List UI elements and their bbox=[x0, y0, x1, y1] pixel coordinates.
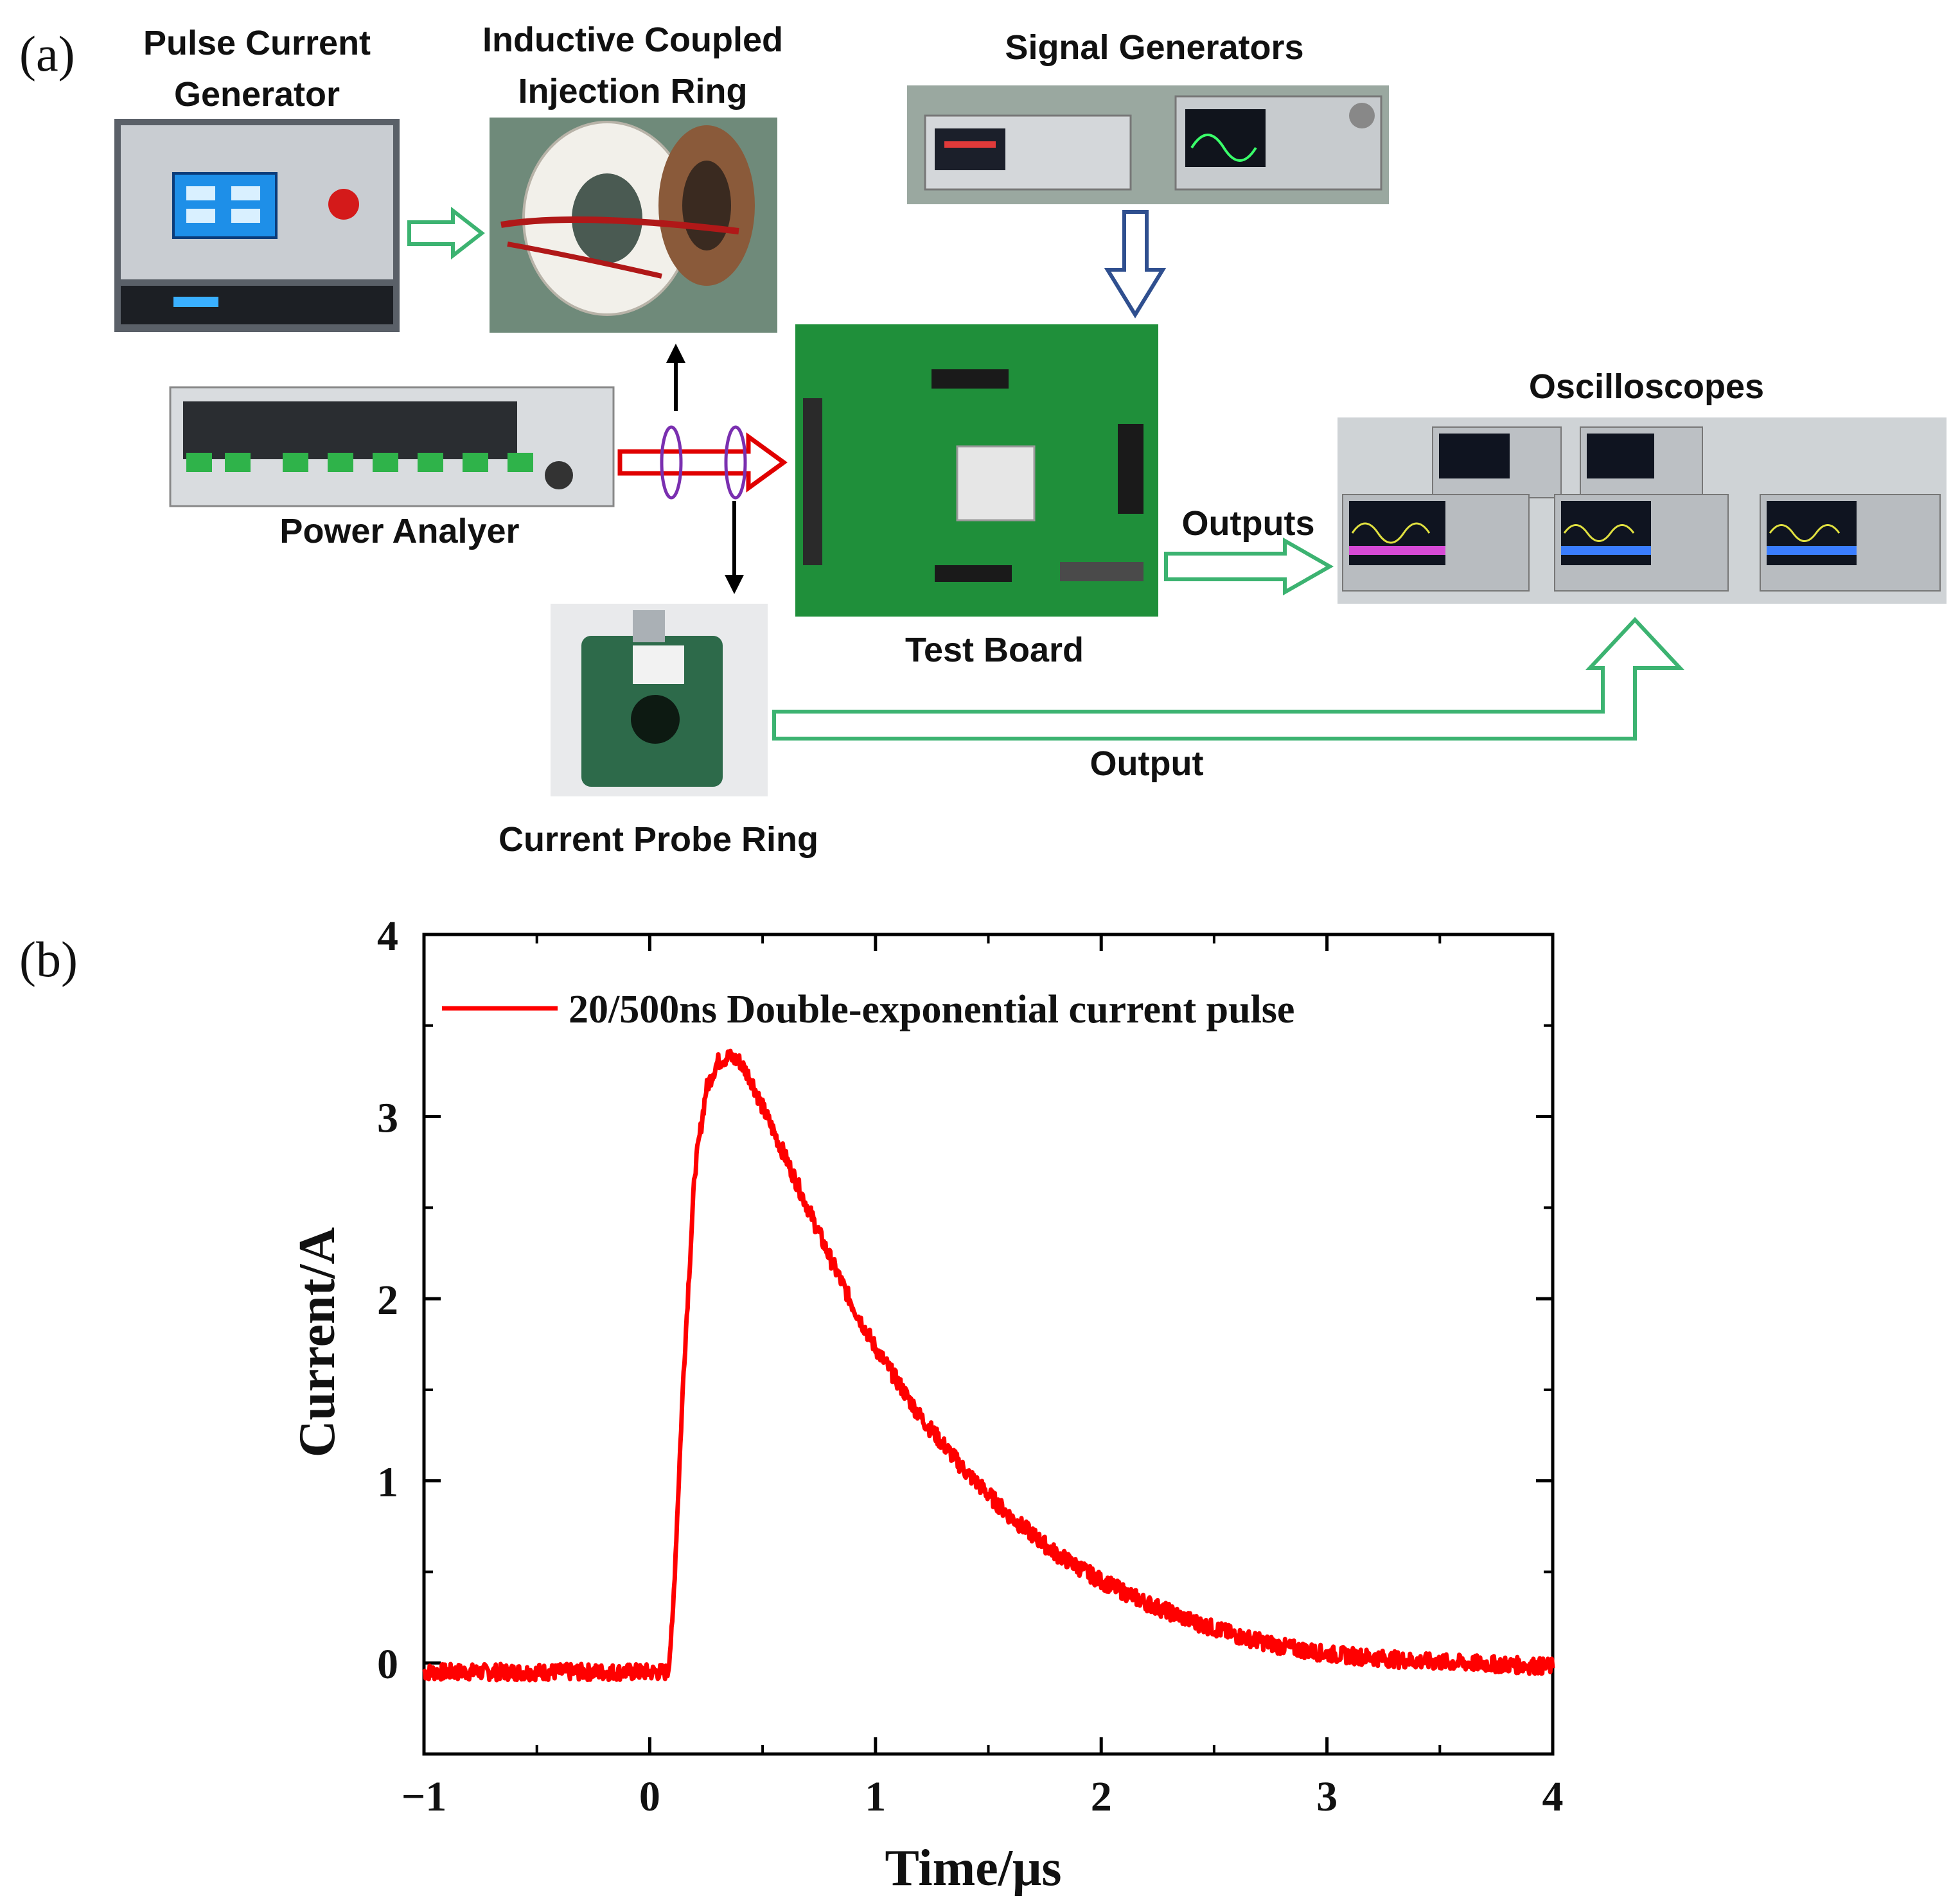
y-tick-label: 1 bbox=[377, 1459, 398, 1506]
y-axis-label: Current/A bbox=[289, 1227, 346, 1458]
y-tick-label: 0 bbox=[377, 1641, 398, 1688]
arrow-down-to-probe bbox=[725, 501, 744, 594]
outputs-label: Outputs bbox=[1182, 504, 1315, 543]
inductive-coupled-injection-ring: Inductive Coupled Injection Ring bbox=[482, 21, 783, 333]
plot-frame bbox=[422, 933, 1555, 1756]
y-tick-label: 2 bbox=[377, 1277, 398, 1324]
x-tick-label: 3 bbox=[1316, 1773, 1338, 1820]
arrow-board-to-oscilloscopes bbox=[1164, 537, 1334, 596]
arrow-generator-to-ring bbox=[407, 206, 485, 260]
arrow-power-to-board bbox=[617, 432, 788, 493]
oscilloscopes: Oscilloscopes bbox=[1338, 367, 1947, 604]
arrow-up-to-injection bbox=[666, 344, 685, 411]
panel-a-letter: (a) bbox=[19, 26, 75, 82]
series-line bbox=[422, 1048, 1555, 1683]
test-board-label: Test Board bbox=[905, 631, 1084, 669]
pulse-generator-label-2: Generator bbox=[174, 75, 340, 114]
output-label: Output bbox=[1090, 744, 1204, 783]
x-tick-label: 1 bbox=[865, 1773, 886, 1820]
pulse-current-generator: Pulse Current Generator bbox=[114, 24, 400, 332]
current-probe-ring: Current Probe Ring bbox=[499, 604, 818, 859]
injection-ring-label-1: Inductive Coupled bbox=[482, 21, 783, 59]
legend-label: 20/500ns Double-exponential current puls… bbox=[569, 988, 1294, 1031]
x-tick-label: 2 bbox=[1091, 1773, 1112, 1820]
panel-b-letter: (b) bbox=[19, 931, 78, 987]
y-tick-label: 3 bbox=[377, 1095, 398, 1142]
oscilloscopes-label: Oscilloscopes bbox=[1529, 367, 1764, 406]
x-tick-label: 4 bbox=[1542, 1773, 1564, 1820]
power-analyzer-label: Power Analyer bbox=[279, 512, 519, 550]
injection-ring-label-2: Injection Ring bbox=[518, 72, 748, 110]
signal-generators: Signal Generators bbox=[907, 28, 1389, 204]
axis-ticks: −1 0 1 2 3 4 0 1 2 3 4 bbox=[377, 913, 1564, 1820]
arrow-probe-to-oscilloscopes bbox=[772, 617, 1684, 741]
x-tick-label: 0 bbox=[639, 1773, 660, 1820]
current-ring-1 bbox=[660, 425, 683, 500]
signal-generators-label: Signal Generators bbox=[1005, 28, 1303, 67]
current-ring-2 bbox=[724, 425, 747, 500]
x-axis-label: Time/μs bbox=[885, 1840, 1062, 1897]
pulse-generator-label-1: Pulse Current bbox=[143, 24, 371, 62]
y-tick-label: 4 bbox=[377, 913, 398, 960]
arrow-signal-to-board bbox=[1104, 210, 1167, 319]
current-probe-label: Current Probe Ring bbox=[499, 820, 818, 859]
power-analyzer: Power Analyer bbox=[169, 386, 615, 550]
legend: 20/500ns Double-exponential current puls… bbox=[442, 988, 1294, 1031]
x-tick-label: −1 bbox=[402, 1773, 447, 1820]
test-board: Test Board bbox=[795, 324, 1158, 669]
current-pulse-chart: −1 0 1 2 3 4 0 1 2 3 4 20/500ns Double-exponential… bbox=[289, 913, 1564, 1897]
